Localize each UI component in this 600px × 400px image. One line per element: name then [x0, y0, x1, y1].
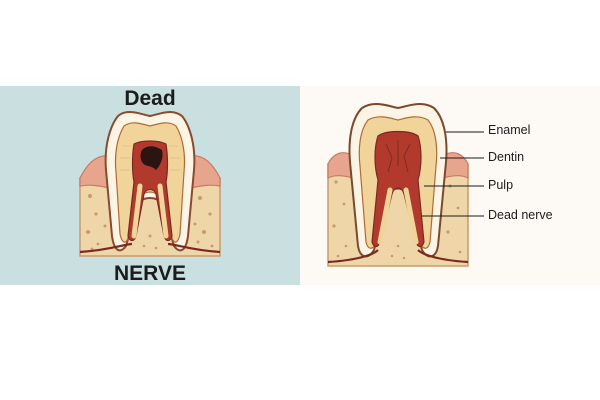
root-canal-core: [131, 183, 169, 239]
decay-area: [140, 146, 163, 170]
bone-texture: [332, 180, 462, 260]
caption-nerve: NERVE: [114, 262, 186, 285]
root-canal-core: [377, 187, 419, 245]
nerve-line: [327, 249, 469, 264]
label-dead-nerve: Dead nerve: [488, 208, 553, 222]
right-diagram-panel: Enamel Dentin Pulp Dead nerve: [300, 86, 600, 285]
dentin-texture: [120, 145, 180, 171]
left-diagram-panel: Dead NERVE: [0, 86, 300, 285]
label-enamel: Enamel: [488, 123, 531, 137]
label-dentin: Dentin: [488, 150, 525, 164]
caption-dead: Dead: [124, 87, 176, 110]
label-pulp: Pulp: [488, 178, 514, 192]
labeled-tooth-illustration: [327, 102, 484, 267]
nerve-line: [79, 242, 221, 254]
nerve-branches: [385, 140, 411, 173]
dead-tooth-illustration: [79, 110, 221, 257]
pulp-chamber: [127, 140, 173, 242]
